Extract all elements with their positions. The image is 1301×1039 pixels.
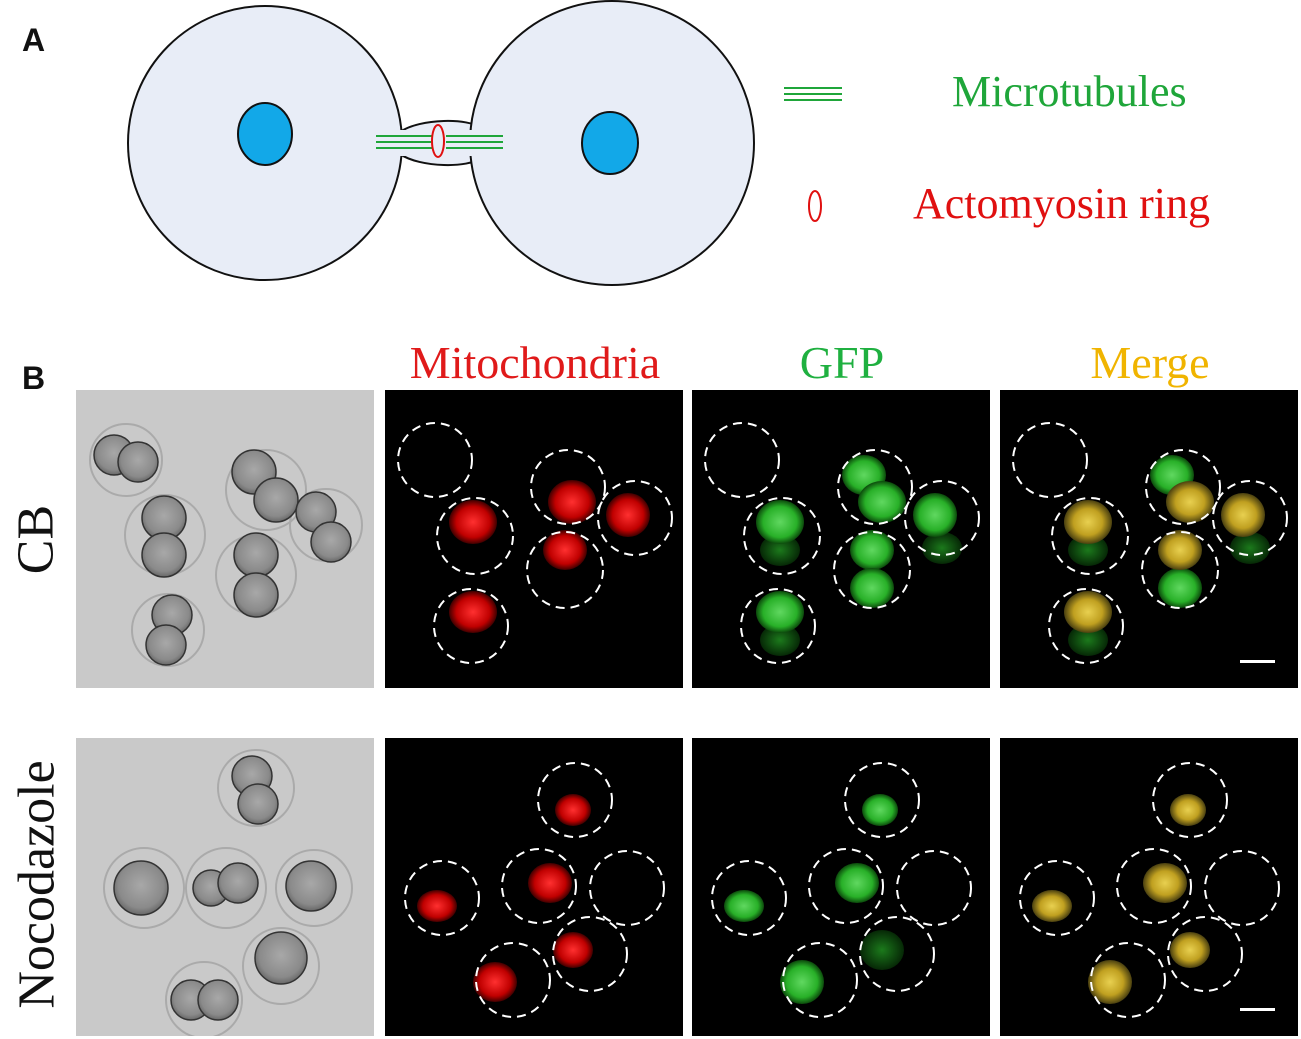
microtubules-legend-label: Microtubules bbox=[952, 67, 1187, 116]
cell-division-diagram bbox=[127, 0, 755, 286]
actomyosin-legend-icon bbox=[808, 190, 822, 222]
column-header-merge: Merge bbox=[1090, 337, 1210, 388]
merge-image-nocodazole bbox=[1000, 738, 1298, 1036]
microtubule-bundle bbox=[376, 135, 503, 149]
column-header-mitochondria: Mitochondria bbox=[409, 337, 661, 388]
mitochondria-image-cb bbox=[385, 390, 683, 688]
row-label-cb: CB bbox=[7, 504, 65, 575]
microtubules-legend-icon bbox=[784, 87, 842, 101]
panel-b-label: B bbox=[22, 360, 46, 396]
left-nucleus bbox=[237, 102, 293, 166]
brightfield-image-nocodazole bbox=[76, 738, 374, 1036]
gfp-image-nocodazole bbox=[692, 738, 990, 1036]
actomyosin-legend-label: Actomyosin ring bbox=[913, 179, 1210, 228]
scale-bar bbox=[1240, 1008, 1275, 1011]
actomyosin-ring bbox=[431, 124, 445, 158]
gfp-image-cb bbox=[692, 390, 990, 688]
row-label-nocodazole: Nocodazole bbox=[8, 760, 66, 1009]
column-header-gfp: GFP bbox=[799, 337, 885, 388]
mitochondria-image-nocodazole bbox=[385, 738, 683, 1036]
merge-image-cb bbox=[1000, 390, 1298, 688]
scale-bar bbox=[1240, 660, 1275, 663]
right-nucleus bbox=[581, 111, 639, 175]
panel-a-label: A bbox=[22, 22, 46, 58]
brightfield-image-cb bbox=[76, 390, 374, 688]
